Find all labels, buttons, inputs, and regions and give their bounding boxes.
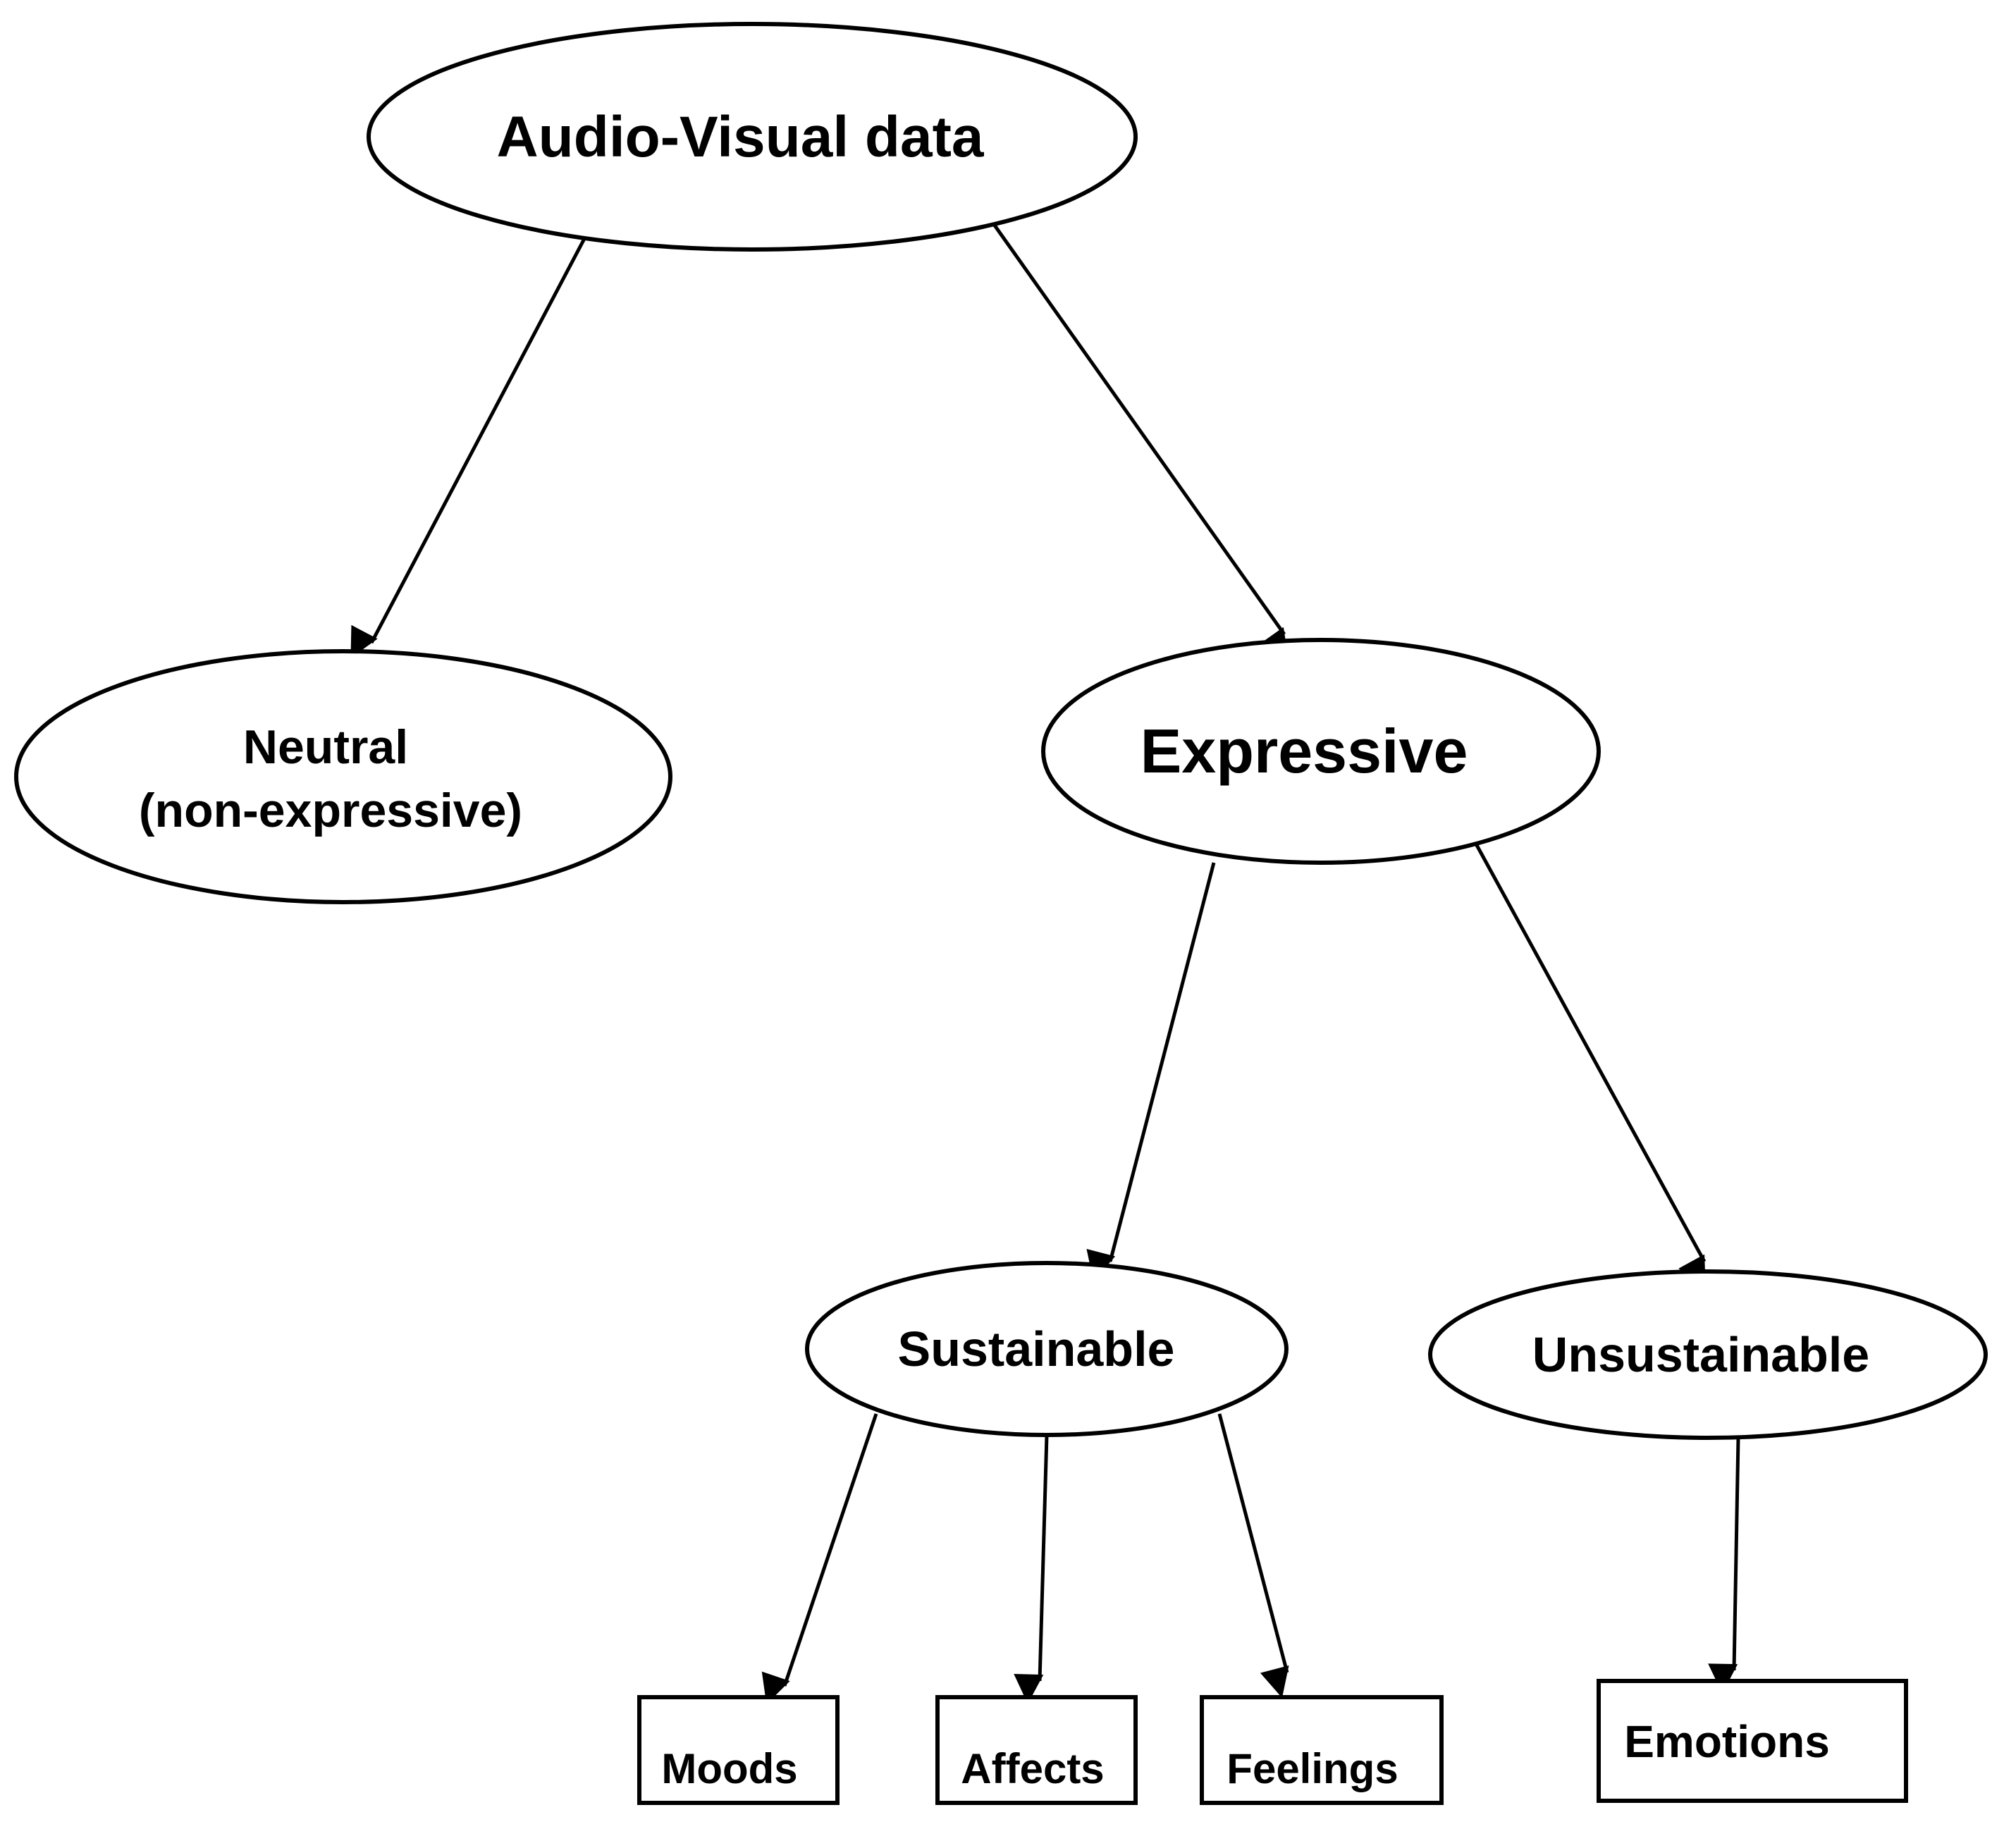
node-moods: Moods: [637, 1695, 840, 1805]
node-feelings-shape: [1200, 1695, 1444, 1805]
edge-sustainable-to-moods: [761, 1413, 878, 1705]
node-moods-label: Moods: [661, 1745, 797, 1792]
node-neutral: Neutral (non-expressive): [14, 649, 672, 904]
node-neutral-label-line1: Neutral: [243, 720, 408, 774]
edge-root-to-expressive: [986, 215, 1289, 660]
node-feelings-label: Feelings: [1226, 1745, 1398, 1792]
node-audio-visual-data-label: Audio-Visual data: [496, 105, 984, 169]
node-audio-visual-data-shape: [367, 22, 1138, 252]
node-expressive-shape: [1041, 638, 1601, 865]
node-neutral-shape: [14, 649, 672, 904]
node-sustainable-label: Sustainable: [898, 1322, 1175, 1376]
node-unsustainable: Unsustainable: [1428, 1269, 1988, 1440]
node-affects-shape: [935, 1695, 1138, 1805]
node-moods-shape: [637, 1695, 840, 1805]
node-affects: Affects: [935, 1695, 1138, 1805]
edge-sustainable-to-affects: [1014, 1434, 1049, 1704]
node-unsustainable-shape: [1428, 1269, 1988, 1440]
edges: [350, 215, 1740, 1705]
edge-sustainable-to-feelings: [1217, 1413, 1289, 1698]
node-neutral-label-line2: (non-expressive): [139, 784, 522, 837]
node-emotions-label: Emotions: [1624, 1716, 1830, 1767]
node-audio-visual-data: Audio-Visual data: [367, 22, 1138, 252]
node-emotions-shape: [1597, 1679, 1908, 1803]
node-expressive: Expressive: [1041, 638, 1601, 865]
node-sustainable-shape: [805, 1261, 1289, 1437]
node-sustainable: Sustainable: [805, 1261, 1289, 1437]
node-affects-label: Affects: [961, 1745, 1104, 1792]
node-unsustainable-label: Unsustainable: [1532, 1327, 1869, 1382]
node-emotions: Emotions: [1597, 1679, 1908, 1803]
edge-expressive-to-sustainable: [1086, 862, 1216, 1281]
node-expressive-label: Expressive: [1141, 716, 1468, 786]
edge-unsustainable-to-emotions: [1708, 1437, 1740, 1694]
edge-expressive-to-unsustainable: [1471, 837, 1707, 1288]
node-feelings: Feelings: [1200, 1695, 1444, 1805]
edge-root-to-neutral: [350, 233, 589, 658]
